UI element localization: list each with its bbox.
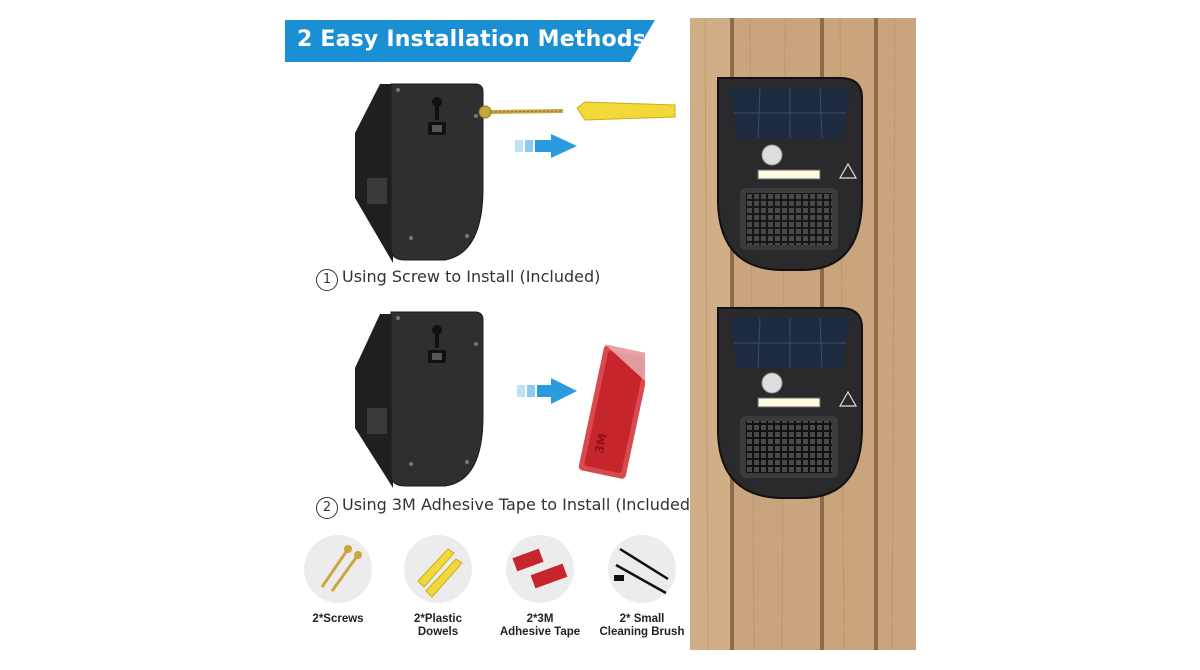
accessory-tape: [506, 535, 574, 603]
tape-brand-text: 3M: [592, 432, 610, 455]
screw-install-illustration: [355, 83, 676, 263]
accessory-dowels: [404, 535, 472, 603]
installed-light-1: [717, 77, 863, 271]
brush-icon: [614, 547, 669, 595]
accessory-label-brush: 2* Small Cleaning Brush: [599, 613, 685, 638]
accessory-label-screws: 2*Screws: [312, 613, 364, 625]
tape-install-illustration: 3M: [355, 311, 645, 488]
method-label-1: Using Screw to Install (Included): [342, 267, 601, 286]
accessory-label-dowels: 2*Plastic Dowels: [414, 613, 462, 638]
step-number-1: 1: [316, 269, 338, 291]
accessory-label-tape: 2*3M Adhesive Tape: [499, 613, 581, 638]
title-banner: 2 Easy Installation Methods: [285, 20, 655, 62]
screw-icon: [320, 545, 362, 592]
page-title: 2 Easy Installation Methods: [297, 27, 647, 52]
accessory-brush: [608, 535, 676, 603]
dowel-icon: [417, 548, 463, 598]
wood-wall-photo: [690, 18, 916, 650]
installed-light-2: [717, 307, 863, 499]
accessory-screws: [304, 535, 372, 603]
step-number-2: 2: [316, 497, 338, 519]
method-label-2: Using 3M Adhesive Tape to Install (Inclu…: [342, 495, 697, 514]
adhesive-tape-icon: [512, 548, 568, 589]
